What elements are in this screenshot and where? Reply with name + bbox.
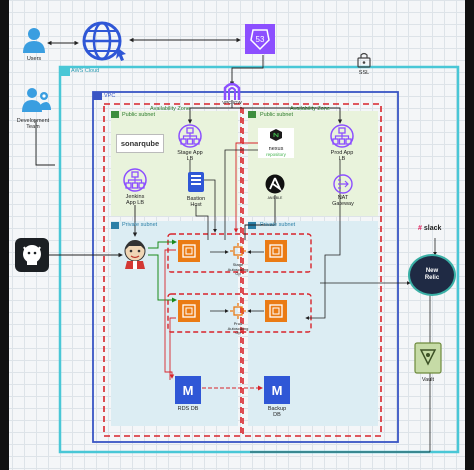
svg-text:M: M (183, 383, 194, 398)
prod-app-lb-label: Prod App LB (330, 150, 354, 162)
nexus-repository-logo: nexus repository (258, 128, 294, 158)
slack-label: slack (423, 225, 442, 232)
nexus-to-asg-line (233, 142, 262, 233)
route53-number: 53 (256, 35, 265, 44)
nexus-sub-text: repository (266, 152, 286, 157)
stage-autoscaling-icon (230, 243, 246, 259)
igw-to-stage-lb (187, 107, 232, 124)
stage-asg-boundary (167, 233, 312, 273)
slack-hash-icon: # (418, 225, 422, 232)
aws-cloud-badge-icon (60, 67, 70, 76)
dev-team-label: Development Team (16, 118, 50, 130)
prodlb-to-prod-asg (305, 160, 341, 320)
public-subnet-1-area (111, 111, 238, 216)
prod-autoscaling-icon (230, 303, 246, 319)
ssl-lock-icon (357, 52, 371, 68)
github-icon (15, 238, 49, 272)
aws-cloud-label: AWS Cloud (71, 68, 100, 74)
az1-label: Availability Zone (150, 106, 190, 112)
right-border (465, 0, 474, 470)
nexus-aux-line (224, 149, 262, 240)
jenkins-icon (124, 240, 146, 269)
bastion-line (195, 205, 209, 240)
development-team-icon (22, 88, 51, 112)
devteam-line (35, 120, 55, 166)
stage-asg-label: Stage Autoscaling Gp (227, 262, 249, 276)
stage-ec2-az2-icon (265, 240, 287, 262)
prod-ec2-az1-icon (178, 300, 200, 322)
internet-globe-icon (82, 21, 126, 61)
availability-zone-1 (103, 103, 242, 437)
ansible-to-asg-line (244, 195, 276, 240)
pub-subnet-2-badge (248, 111, 256, 118)
prod-asg-label: Prod Autoscaling Gp (227, 321, 249, 335)
rds-db-icon: M (175, 376, 201, 404)
pub-subnet-1-badge (111, 111, 119, 118)
priv-subnet-2-label: Private subnet (260, 222, 296, 228)
internet-gateway-icon (223, 82, 241, 100)
users-label: Users (26, 56, 42, 62)
nexus-hex-icon (270, 129, 282, 141)
ssl-label: SSL (358, 70, 370, 76)
prod-asg-boundary (167, 293, 312, 333)
igw-label: VPC IGW (222, 100, 242, 105)
priv-subnet-2-badge (248, 222, 256, 229)
left-border (0, 0, 9, 470)
bastion-host-icon (188, 172, 204, 192)
jenkins-app-lb-label: Jenkins App LB (125, 194, 145, 206)
stage-ec2-az1-icon (178, 240, 200, 262)
availability-zone-2 (242, 103, 382, 437)
vpc-boundary (92, 91, 399, 443)
stage-app-lb-label: Stage App LB (177, 150, 203, 162)
pub-subnet-1-label: Public subnet (122, 112, 156, 118)
route53-to-igw-line (229, 55, 264, 86)
nat-gateway-icon (333, 174, 353, 194)
prod-ec2-az2-icon (265, 300, 287, 322)
stage-app-lb-icon (178, 124, 202, 148)
ansible-label: ANSIBLE (267, 196, 283, 200)
az2-label: Availability Zone (290, 106, 330, 112)
vault-icon (414, 342, 442, 374)
ansible-icon (265, 174, 285, 194)
slack-logo: # slack (418, 225, 441, 232)
backup-db-icon: M (264, 376, 290, 404)
svg-text:M: M (272, 383, 283, 398)
jenkins-app-lb-icon (123, 168, 147, 192)
route53-icon: 53 (245, 24, 275, 54)
jenkins-to-stage-asg (148, 239, 177, 249)
prod-app-lb-icon (330, 124, 354, 148)
prod-asg-to-rds (169, 317, 176, 380)
vpc-label: VPC (104, 93, 116, 99)
jenkins-to-prod-asg (148, 254, 177, 303)
new-relic-logo: New Relic (408, 254, 456, 296)
nexus-logo-text: nexus (268, 146, 284, 152)
stage-asg-to-rds (164, 249, 176, 379)
backup-db-label: Backup DB (267, 406, 287, 418)
vpc-badge-icon (93, 92, 102, 100)
bastion-host-label: Bastion Host (186, 196, 206, 208)
sonarqube-logo: sonarqube (116, 134, 164, 153)
users-icon (23, 28, 45, 53)
rds-db-label: RDS DB (177, 406, 199, 412)
pub-subnet-2-label: Public subnet (260, 112, 294, 118)
igw-to-prod-lb (232, 107, 343, 124)
nat-gateway-label: NAT Gateway (332, 195, 354, 207)
priv-subnet-1-badge (111, 222, 119, 229)
vault-label: Vault (421, 377, 435, 383)
priv-subnet-1-label: Private subnet (122, 222, 158, 228)
